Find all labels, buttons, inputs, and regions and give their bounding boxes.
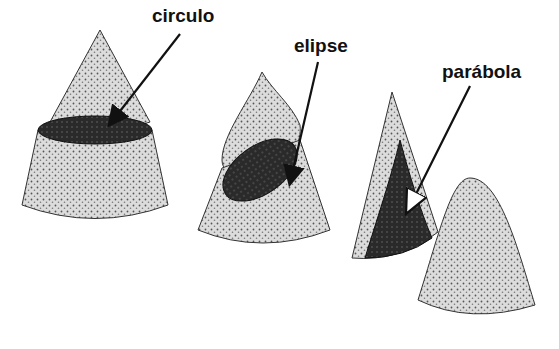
section-label: circulo: [150, 6, 216, 27]
section-label: parábola: [440, 62, 523, 83]
section-label: elipse: [292, 36, 350, 57]
